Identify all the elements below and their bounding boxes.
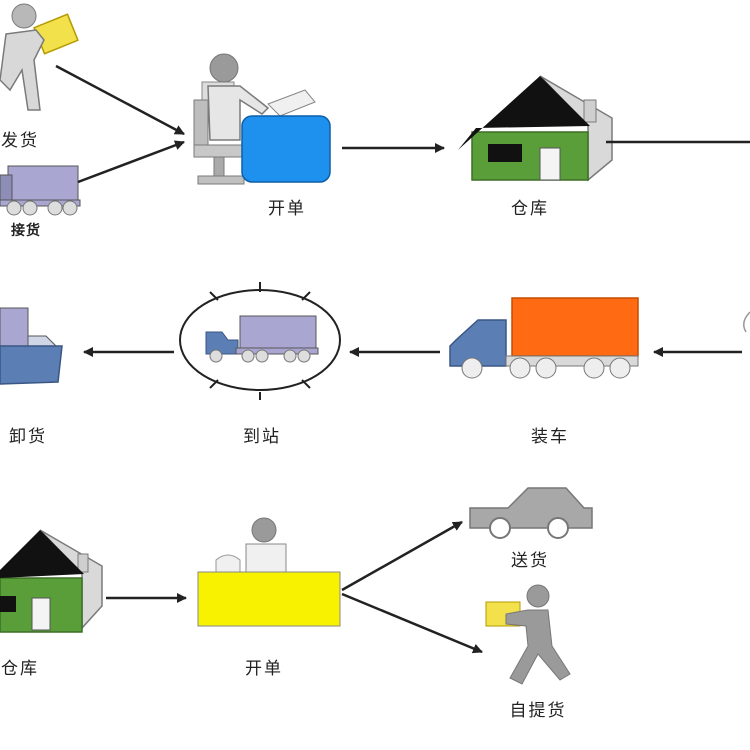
self-pickup-person-icon (485, 584, 571, 685)
receive-truck-icon (0, 165, 81, 216)
counter-clerk-icon (197, 517, 341, 627)
warehouse-bottom-icon (0, 529, 103, 633)
label-self-pickup: 自提货 (509, 701, 567, 721)
label-warehouse-top: 仓库 (511, 199, 549, 219)
unload-truck-icon (0, 307, 63, 385)
label-bill-top: 开单 (268, 199, 306, 219)
billing-clerk-icon (193, 53, 331, 185)
warehouse-top-icon (458, 75, 613, 182)
arrival-station-icon (179, 282, 341, 400)
offscreen-figure-edge (743, 311, 750, 333)
label-unload: 卸货 (9, 427, 47, 447)
label-ship: 发货 (1, 131, 39, 151)
label-arrive: 到站 (243, 427, 281, 447)
arrow-bill-to-deliver (341, 520, 463, 592)
arrow-bill-to-pickup (341, 592, 483, 654)
label-warehouse-bottom: 仓库 (1, 659, 39, 679)
arrow-receive-to-bill (77, 140, 185, 184)
load-truck-icon (449, 297, 639, 379)
label-load: 装车 (531, 427, 569, 447)
label-deliver: 送货 (511, 551, 549, 571)
arrow-ship-to-bill (55, 64, 185, 136)
label-bill-bottom: 开单 (245, 659, 283, 679)
shipper-figure-icon (0, 3, 79, 111)
delivery-car-icon (469, 487, 593, 539)
label-receive: 接货 (11, 223, 41, 239)
